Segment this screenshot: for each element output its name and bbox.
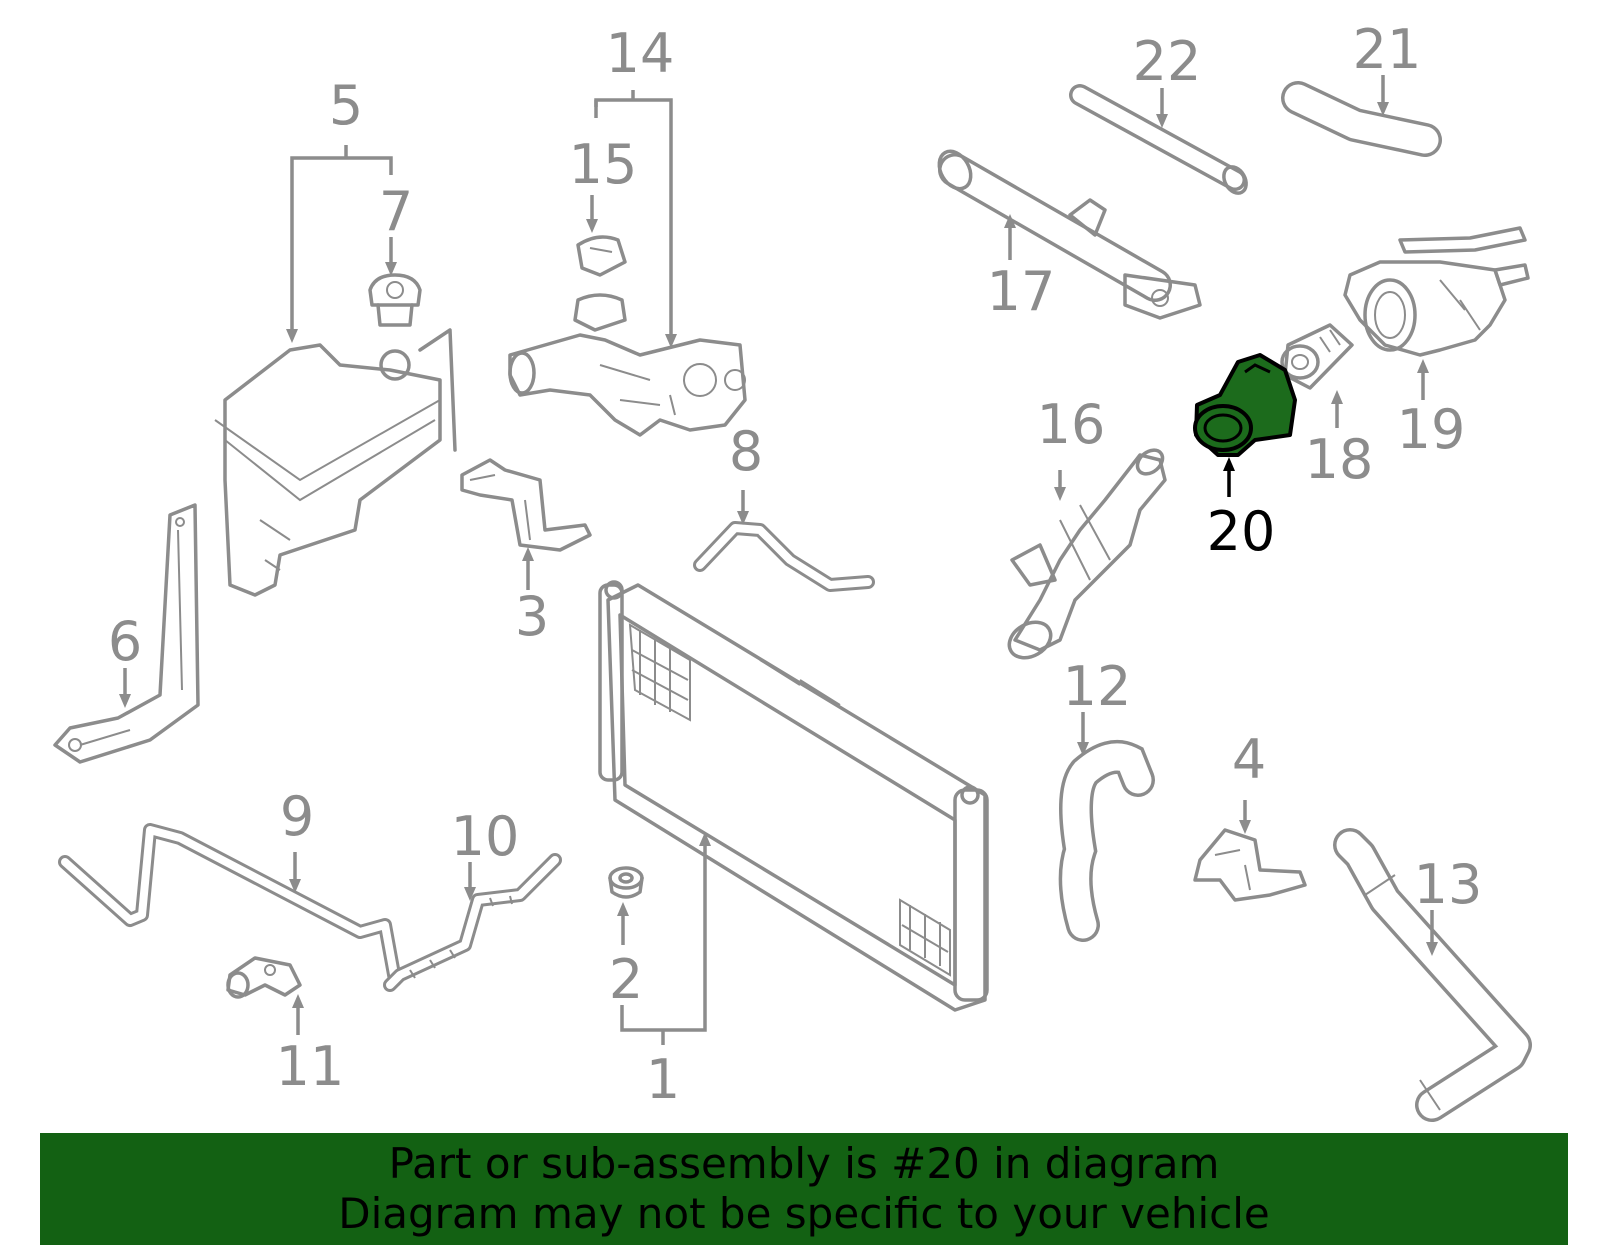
part-7-cap — [368, 273, 422, 327]
callout-5: 5 — [329, 74, 363, 137]
part-11-connector — [226, 956, 302, 999]
banner-line-1: Part or sub-assembly is #20 in diagram — [388, 1139, 1220, 1188]
callout-7: 7 — [379, 180, 413, 243]
part-8-hose — [693, 521, 875, 592]
callout-2: 2 — [609, 948, 643, 1011]
callout-8: 8 — [729, 420, 763, 483]
callout-12: 12 — [1063, 655, 1132, 718]
callout-20: 20 — [1207, 500, 1276, 563]
part-1-radiator — [598, 580, 989, 1012]
part-10-pipe — [383, 853, 562, 992]
callout-3: 3 — [515, 585, 549, 648]
callout-16: 16 — [1037, 393, 1106, 456]
callout-15: 15 — [569, 133, 638, 196]
part-19-housing — [1343, 226, 1530, 357]
callout-17: 17 — [987, 260, 1056, 323]
callout-9: 9 — [280, 785, 314, 848]
part-9-pipe — [58, 823, 402, 987]
callout-6: 6 — [108, 610, 142, 673]
part-6-stay — [53, 503, 200, 764]
callout-19: 19 — [1397, 398, 1466, 461]
part-4-bracket — [1193, 828, 1307, 902]
part-12-hose — [1058, 740, 1155, 942]
callout-13: 13 — [1414, 853, 1483, 916]
info-banner: Part or sub-assembly is #20 in diagram D… — [40, 1133, 1568, 1245]
part-2-grommet — [608, 866, 644, 899]
part-14-housing — [508, 293, 747, 437]
part-18-thermostat — [1280, 323, 1354, 390]
part-5-reservoir — [214, 328, 457, 597]
part-21-hose — [1281, 81, 1442, 157]
callout-1: 1 — [646, 1048, 680, 1111]
part-20-housing-highlighted — [1193, 353, 1297, 457]
callout-10: 10 — [451, 805, 520, 868]
part-22-pipe — [1069, 84, 1248, 195]
part-15-cap — [576, 235, 627, 277]
part-17-pipe — [937, 149, 1202, 320]
part-16-outlet — [1007, 448, 1167, 660]
callout-4: 4 — [1232, 728, 1266, 791]
callout-22: 22 — [1133, 30, 1202, 93]
part-3-bracket — [460, 458, 592, 552]
callout-18: 18 — [1305, 428, 1374, 491]
callout-11: 11 — [276, 1035, 345, 1098]
banner-line-2: Diagram may not be specific to your vehi… — [338, 1189, 1270, 1238]
callout-14: 14 — [606, 22, 675, 85]
callout-21: 21 — [1353, 18, 1422, 81]
part-13-hose — [1333, 828, 1532, 1122]
